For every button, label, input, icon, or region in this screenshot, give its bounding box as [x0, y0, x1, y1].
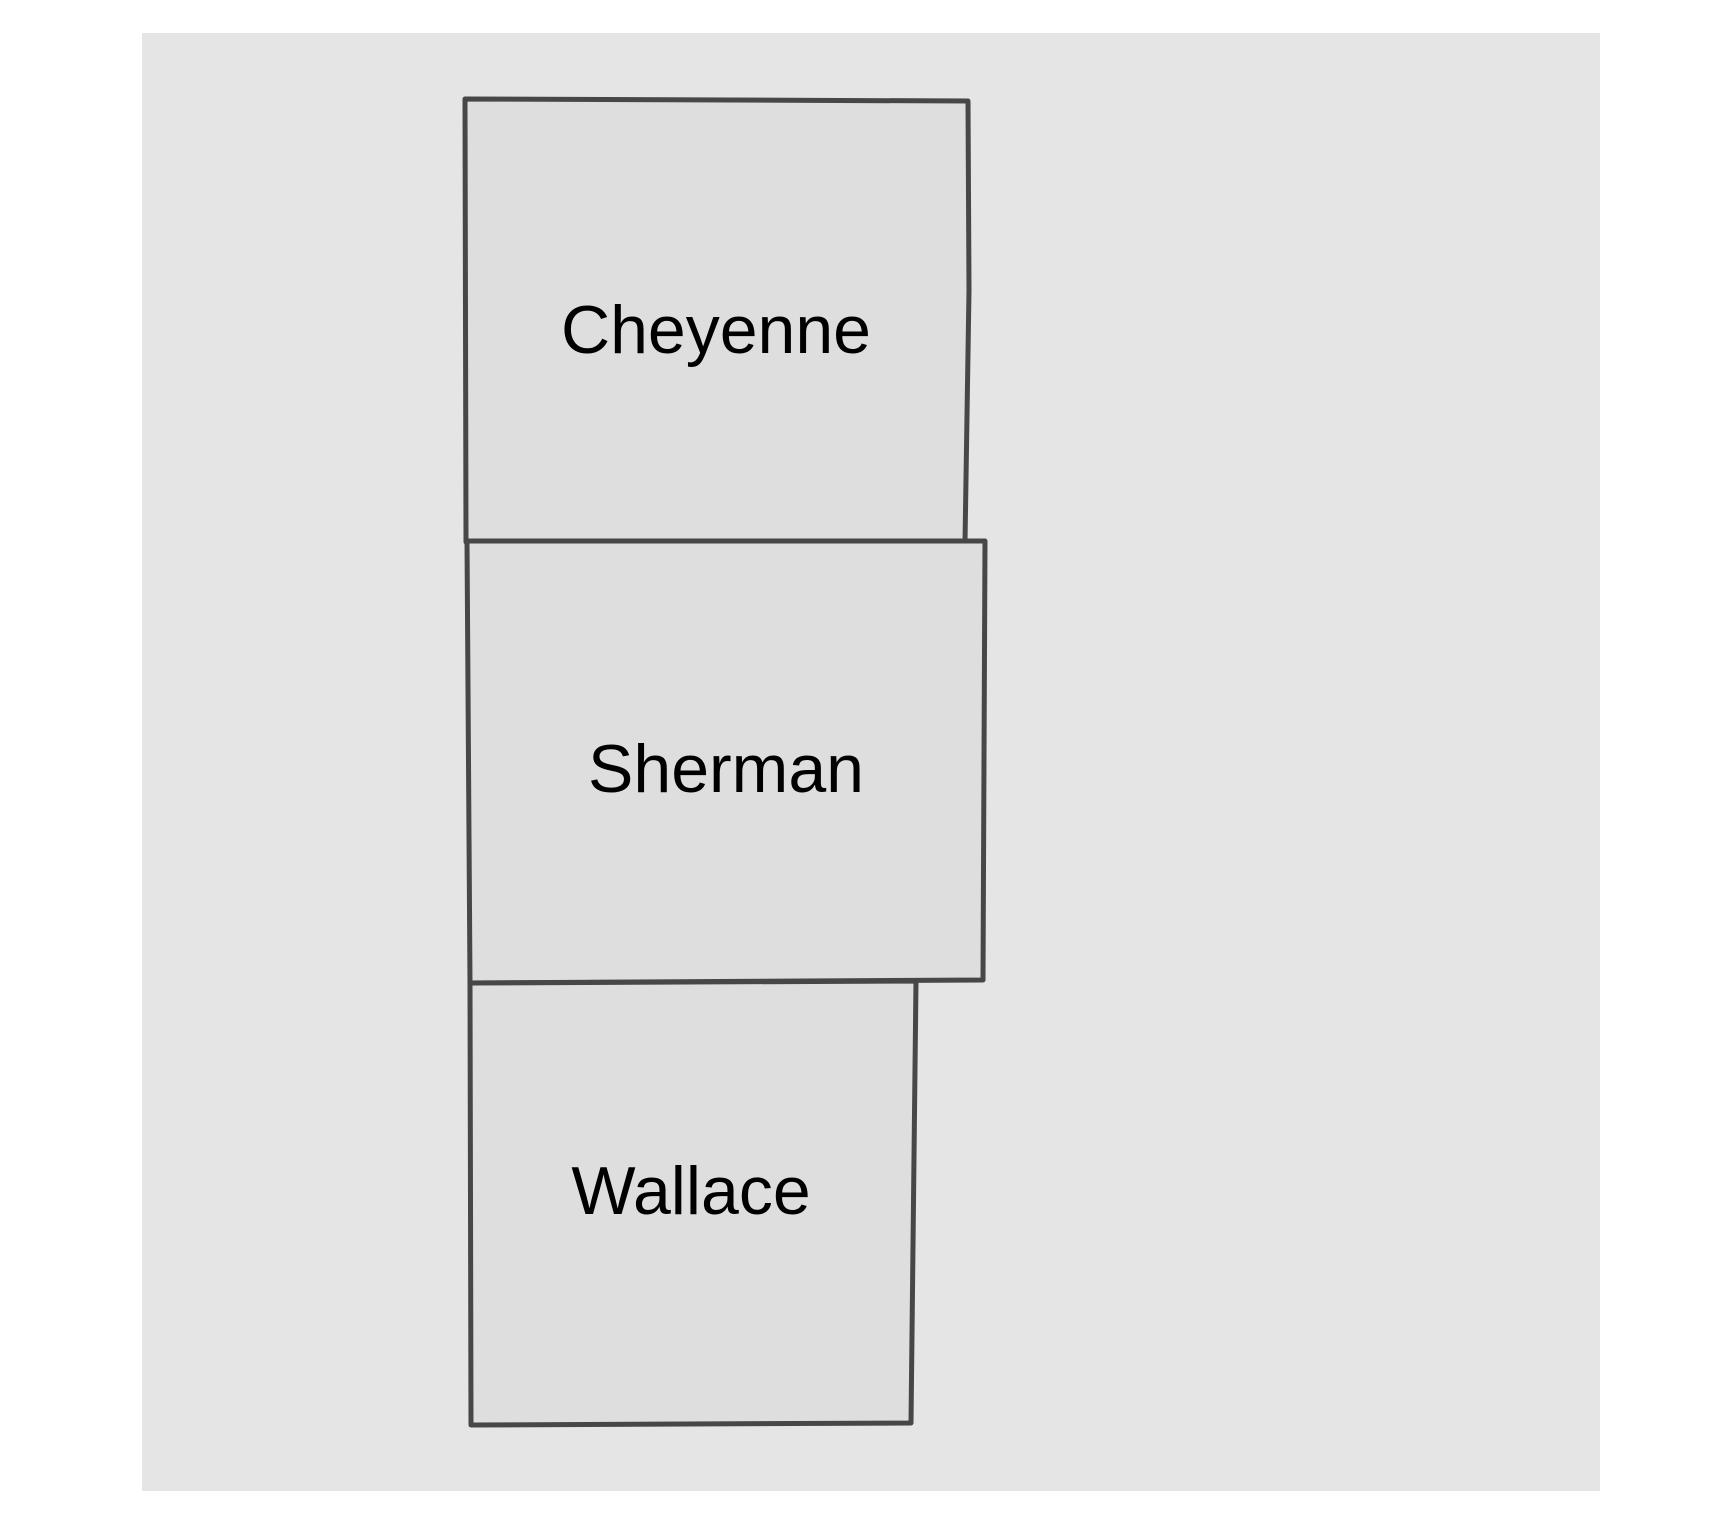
county-label-sherman: Sherman: [588, 731, 864, 807]
county-label-wallace: Wallace: [571, 1153, 810, 1229]
county-label-cheyenne: Cheyenne: [561, 292, 871, 368]
county-wallace[interactable]: Wallace: [467, 978, 919, 1428]
county-shape-wallace[interactable]: [467, 978, 919, 1428]
county-cheyenne[interactable]: Cheyenne: [462, 96, 972, 545]
county-shape-sherman[interactable]: [464, 538, 988, 986]
county-sherman[interactable]: Sherman: [464, 538, 988, 986]
county-shape-cheyenne[interactable]: [462, 96, 972, 545]
